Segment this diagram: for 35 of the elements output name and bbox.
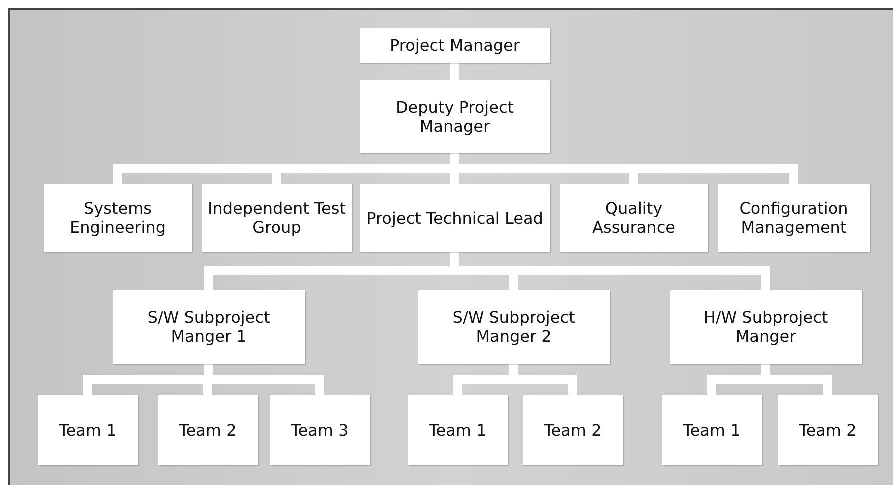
org-box: [38, 395, 138, 465]
role-label: Configuration Management: [738, 199, 850, 237]
org-box: [113, 290, 305, 364]
org-box: [408, 395, 508, 465]
org-box: [718, 184, 870, 252]
org-box: [360, 80, 550, 153]
role-label: Quality Assurance: [592, 199, 676, 237]
org-box: [662, 395, 762, 465]
org-box: [202, 184, 352, 252]
org-box: [418, 290, 610, 364]
org-box: [360, 28, 550, 63]
role-label: S/W Subproject Manger 2: [452, 308, 576, 346]
connector-line: [450, 63, 460, 80]
role-label: Team 1: [429, 420, 487, 440]
role-label: Project Manager: [390, 36, 520, 55]
role-label: Deputy Project Manager: [394, 98, 516, 136]
org-box: [158, 395, 258, 465]
role-label: Team 2: [179, 420, 237, 440]
org-box: [778, 395, 878, 465]
org-box: [560, 184, 708, 252]
role-label: Project Technical Lead: [366, 208, 544, 228]
role-label: Team 2: [799, 420, 857, 440]
org-box: [523, 395, 623, 465]
role-label: Team 1: [59, 420, 117, 440]
role-label: Independent Test Group: [206, 199, 347, 237]
org-box: [44, 184, 192, 252]
org-box: [670, 290, 862, 364]
role-label: Systems Engineering: [69, 199, 167, 237]
org-box: [270, 395, 370, 465]
role-label: H/W Subproject Manger: [702, 308, 830, 346]
role-label: Team 1: [683, 420, 741, 440]
role-label: S/W Subproject Manger 1: [146, 308, 272, 346]
role-label: Team 2: [544, 420, 602, 440]
role-label: Team 3: [291, 420, 349, 440]
org-box: [360, 184, 550, 252]
